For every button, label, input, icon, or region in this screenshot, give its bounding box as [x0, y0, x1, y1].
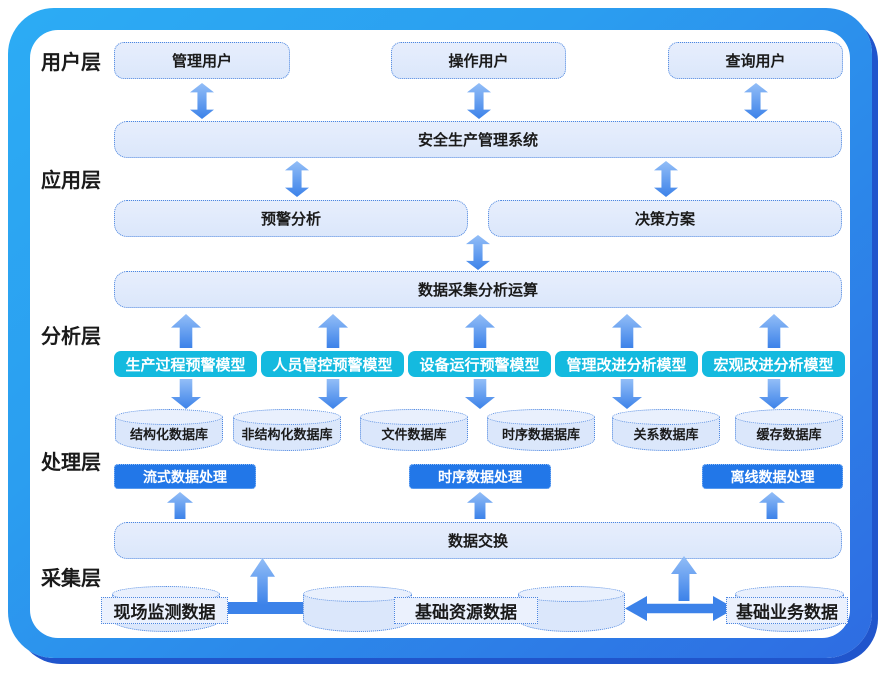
- database-label: 缓存数据库: [756, 427, 822, 442]
- cylinder-top: [735, 409, 843, 425]
- cylinder-top: [487, 409, 595, 425]
- node-manage-user: 管理用户: [114, 42, 290, 79]
- node-query-user: 查询用户: [668, 42, 843, 79]
- database-label: 关系数据库: [633, 427, 699, 442]
- layer-label-collection: 采集层: [41, 567, 101, 590]
- database-label: 文件数据库: [381, 427, 447, 442]
- layer-label-processing: 处理层: [41, 451, 101, 474]
- node-model-production-process: 生产过程预警模型: [114, 351, 257, 377]
- layer-label-analysis: 分析层: [41, 325, 101, 348]
- database-label: 结构化数据库: [129, 427, 208, 442]
- source-cylinder-basic-resource-left: [303, 586, 412, 632]
- node-offline-processing: 离线数据处理: [702, 464, 843, 489]
- cylinder-top: [612, 409, 720, 425]
- node-warning-analysis: 预警分析: [114, 200, 468, 237]
- node-safety-production-system: 安全生产管理系统: [114, 121, 842, 158]
- node-model-personnel-control: 人员管控预警模型: [261, 351, 404, 377]
- node-model-management-improve: 管理改进分析模型: [555, 351, 698, 377]
- source-label-field-monitoring: 现场监测数据: [101, 597, 228, 624]
- node-operate-user: 操作用户: [391, 42, 566, 79]
- database-unstructured: 非结构化数据库: [233, 409, 341, 451]
- cylinder-top: [360, 409, 468, 425]
- layer-label-application: 应用层: [41, 169, 101, 192]
- cylinder-top: [233, 409, 341, 425]
- database-label: 非结构化数据库: [241, 427, 333, 442]
- database-structured: 结构化数据库: [115, 409, 223, 451]
- layer-label-user: 用户层: [41, 51, 101, 74]
- database-file: 文件数据库: [360, 409, 468, 451]
- node-data-exchange: 数据交换: [114, 522, 842, 559]
- source-label-basic-resource: 基础资源数据: [394, 597, 538, 624]
- cylinder-top: [115, 409, 223, 425]
- source-label-basic-business: 基础业务数据: [726, 597, 848, 624]
- database-label: 时序数据据库: [501, 427, 580, 442]
- node-model-equipment-operation: 设备运行预警模型: [408, 351, 551, 377]
- database-timeseries: 时序数据据库: [487, 409, 595, 451]
- node-stream-processing: 流式数据处理: [114, 464, 256, 489]
- node-timeseries-processing: 时序数据处理: [409, 464, 551, 489]
- connector-bar: [226, 602, 306, 614]
- database-relational: 关系数据库: [612, 409, 720, 451]
- cylinder-top: [303, 586, 412, 602]
- database-cache: 缓存数据库: [735, 409, 843, 451]
- cylinder-top: [518, 586, 625, 602]
- node-model-macro-improve: 宏观改进分析模型: [702, 351, 845, 377]
- node-data-collect-compute: 数据采集分析运算: [114, 271, 842, 308]
- node-decision-plan: 决策方案: [488, 200, 842, 237]
